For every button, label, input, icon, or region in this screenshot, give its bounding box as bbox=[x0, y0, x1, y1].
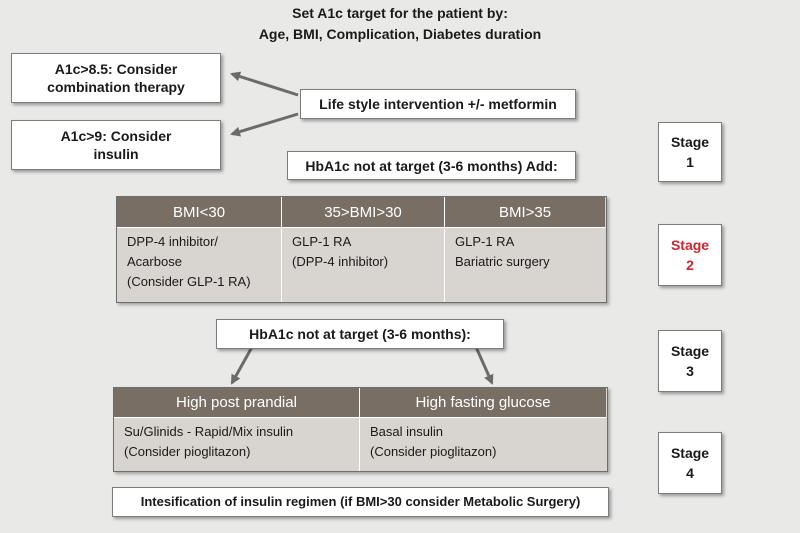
lifestyle-box: Life style intervention +/- metformin bbox=[300, 89, 576, 119]
stage-3-badge: Stage 3 bbox=[658, 330, 722, 392]
title-line-2: Age, BMI, Complication, Diabetes duratio… bbox=[258, 26, 542, 42]
bmi-column-1: BMI<30 DPP-4 inhibitor/ Acarbose (Consid… bbox=[117, 197, 281, 302]
bmi-cell-1-line-2: Acarbose bbox=[127, 254, 182, 269]
bmi-header-2: 35>BMI>30 bbox=[282, 197, 444, 228]
glucose-header-1: High post prandial bbox=[114, 388, 359, 418]
glucose-header-2: High fasting glucose bbox=[360, 388, 606, 418]
arrow-to-combination bbox=[230, 71, 299, 97]
stage-3-number: 3 bbox=[686, 363, 694, 379]
stage-2-number: 2 bbox=[686, 257, 694, 273]
bmi-column-3: BMI>35 GLP-1 RA Bariatric surgery bbox=[444, 197, 605, 302]
glucose-cell-1-line-1: Su/Glinids - Rapid/Mix insulin bbox=[124, 424, 294, 439]
bmi-header-3: BMI>35 bbox=[445, 197, 605, 228]
stage-2-word: Stage bbox=[670, 237, 710, 253]
glucose-cell-2-line-1: Basal insulin bbox=[370, 424, 443, 439]
bmi-cell-2-line-2: (DPP-4 inhibitor) bbox=[292, 254, 389, 269]
glucose-column-1: High post prandial Su/Glinids - Rapid/Mi… bbox=[114, 388, 359, 471]
insulin-line-1: A1c>9: Consider bbox=[60, 128, 172, 144]
stage-4-badge: Stage 4 bbox=[658, 432, 722, 494]
combination-line-1: A1c>8.5: Consider bbox=[54, 61, 178, 77]
hba1c-box-2: HbA1c not at target (3-6 months): bbox=[216, 319, 504, 349]
glucose-cell-2-line-2: (Consider pioglitazon) bbox=[370, 444, 497, 459]
bmi-cell-1: DPP-4 inhibitor/ Acarbose (Consider GLP-… bbox=[117, 228, 281, 296]
page-title: Set A1c target for the patient by: Age, … bbox=[200, 3, 600, 45]
insulin-line-2: insulin bbox=[93, 146, 139, 162]
intensification-text: Intesification of insulin regimen (if BM… bbox=[140, 494, 581, 509]
stage-2-badge: Stage 2 bbox=[658, 224, 722, 286]
insulin-box: A1c>9: Consider insulin bbox=[11, 120, 221, 170]
glucose-column-2: High fasting glucose Basal insulin (Cons… bbox=[359, 388, 606, 471]
bmi-cell-2-line-1: GLP-1 RA bbox=[292, 234, 352, 249]
glucose-cell-1: Su/Glinids - Rapid/Mix insulin (Consider… bbox=[114, 418, 359, 466]
bmi-table: BMI<30 DPP-4 inhibitor/ Acarbose (Consid… bbox=[116, 196, 607, 303]
bmi-cell-3-line-1: GLP-1 RA bbox=[455, 234, 515, 249]
stage-4-number: 4 bbox=[686, 465, 694, 481]
hba1c-add-box: HbA1c not at target (3-6 months) Add: bbox=[287, 151, 576, 180]
lifestyle-text: Life style intervention +/- metformin bbox=[319, 96, 557, 112]
bmi-cell-3-line-2: Bariatric surgery bbox=[455, 254, 550, 269]
bmi-column-2: 35>BMI>30 GLP-1 RA (DPP-4 inhibitor) bbox=[281, 197, 444, 302]
combination-therapy-box: A1c>8.5: Consider combination therapy bbox=[11, 53, 221, 103]
bmi-cell-3: GLP-1 RA Bariatric surgery bbox=[445, 228, 605, 276]
intensification-box: Intesification of insulin regimen (if BM… bbox=[112, 487, 609, 517]
stage-3-word: Stage bbox=[670, 343, 710, 359]
bmi-header-1: BMI<30 bbox=[117, 197, 281, 228]
arrow-to-insulin bbox=[230, 112, 299, 137]
stage-1-badge: Stage 1 bbox=[658, 122, 722, 182]
stage-1-number: 1 bbox=[686, 154, 694, 170]
bmi-cell-1-line-3: (Consider GLP-1 RA) bbox=[127, 274, 251, 289]
title-line-1: Set A1c target for the patient by: bbox=[292, 5, 508, 21]
hba1c-add-text: HbA1c not at target (3-6 months) Add: bbox=[305, 157, 558, 174]
stage-4-word: Stage bbox=[670, 445, 710, 461]
arrow-to-post-prandial bbox=[230, 346, 254, 385]
glucose-cell-1-line-2: (Consider pioglitazon) bbox=[124, 444, 251, 459]
bmi-cell-2: GLP-1 RA (DPP-4 inhibitor) bbox=[282, 228, 444, 276]
glucose-table: High post prandial Su/Glinids - Rapid/Mi… bbox=[113, 387, 608, 472]
combination-line-2: combination therapy bbox=[47, 79, 185, 95]
stage-1-word: Stage bbox=[670, 134, 710, 150]
arrow-to-fasting bbox=[474, 346, 494, 385]
glucose-cell-2: Basal insulin (Consider pioglitazon) bbox=[360, 418, 606, 466]
bmi-cell-1-line-1: DPP-4 inhibitor/ bbox=[127, 234, 219, 249]
hba1c-2-text: HbA1c not at target (3-6 months): bbox=[249, 326, 471, 342]
